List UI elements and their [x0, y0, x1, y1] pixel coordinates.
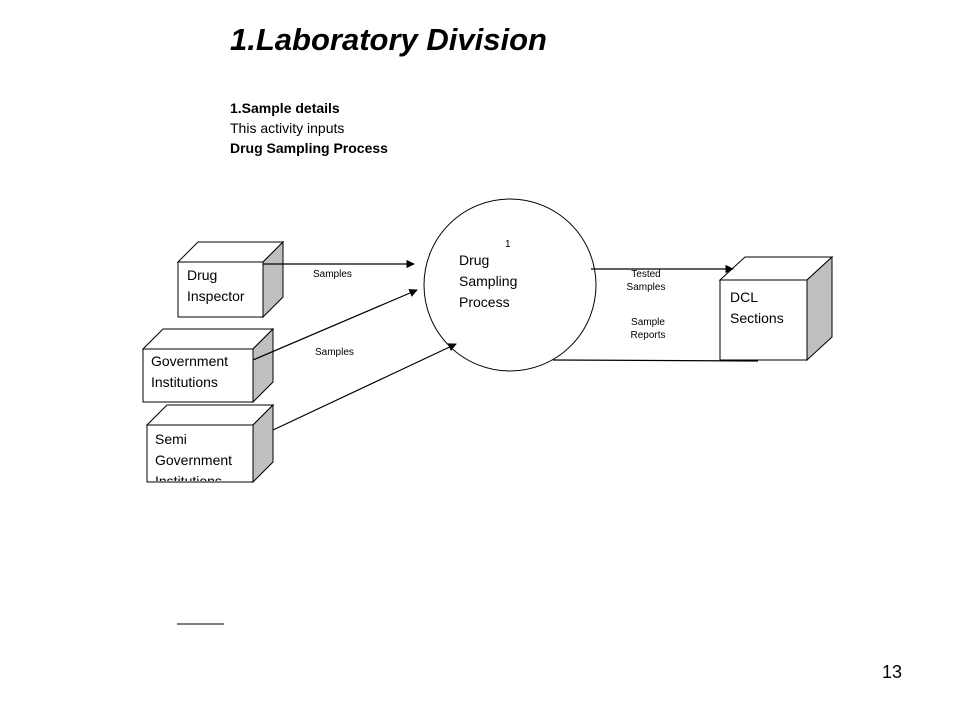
flow-government-to-process — [252, 289, 418, 361]
dcl-sections-label: DCL Sections — [730, 289, 784, 326]
page-number: 13 — [882, 662, 903, 682]
flow-dcl-to-process — [552, 359, 759, 362]
flow-label-sample-reports: Sample Reports — [630, 317, 666, 341]
process-circle — [423, 198, 597, 372]
subtitle-sample-details: 1.Sample details — [230, 100, 340, 116]
process-label: Drug Sampling Process — [459, 252, 518, 310]
government-label: Government Institutions — [151, 353, 229, 390]
semi-government-label: Semi Government Institutions — [155, 431, 233, 481]
flow-label-tested-samples: Tested Samples — [626, 269, 666, 293]
subtitle-process-name: Drug Sampling Process — [230, 140, 388, 156]
flow-label-samples-1: Samples — [313, 269, 352, 280]
drug-inspector-label: Drug Inspector — [187, 267, 245, 304]
drug-inspector-entity — [176, 240, 285, 319]
flow-semi-government-to-process — [272, 343, 457, 431]
process-number: 1 — [505, 239, 511, 250]
dcl-sections-store — [718, 255, 834, 362]
slide-title: 1.Laboratory Division — [230, 22, 547, 57]
flow-label-samples-2: Samples — [315, 347, 354, 358]
semi-government-entity — [145, 403, 275, 484]
government-institutions-entity — [141, 327, 275, 404]
subtitle-activity-inputs: This activity inputs — [230, 120, 345, 136]
